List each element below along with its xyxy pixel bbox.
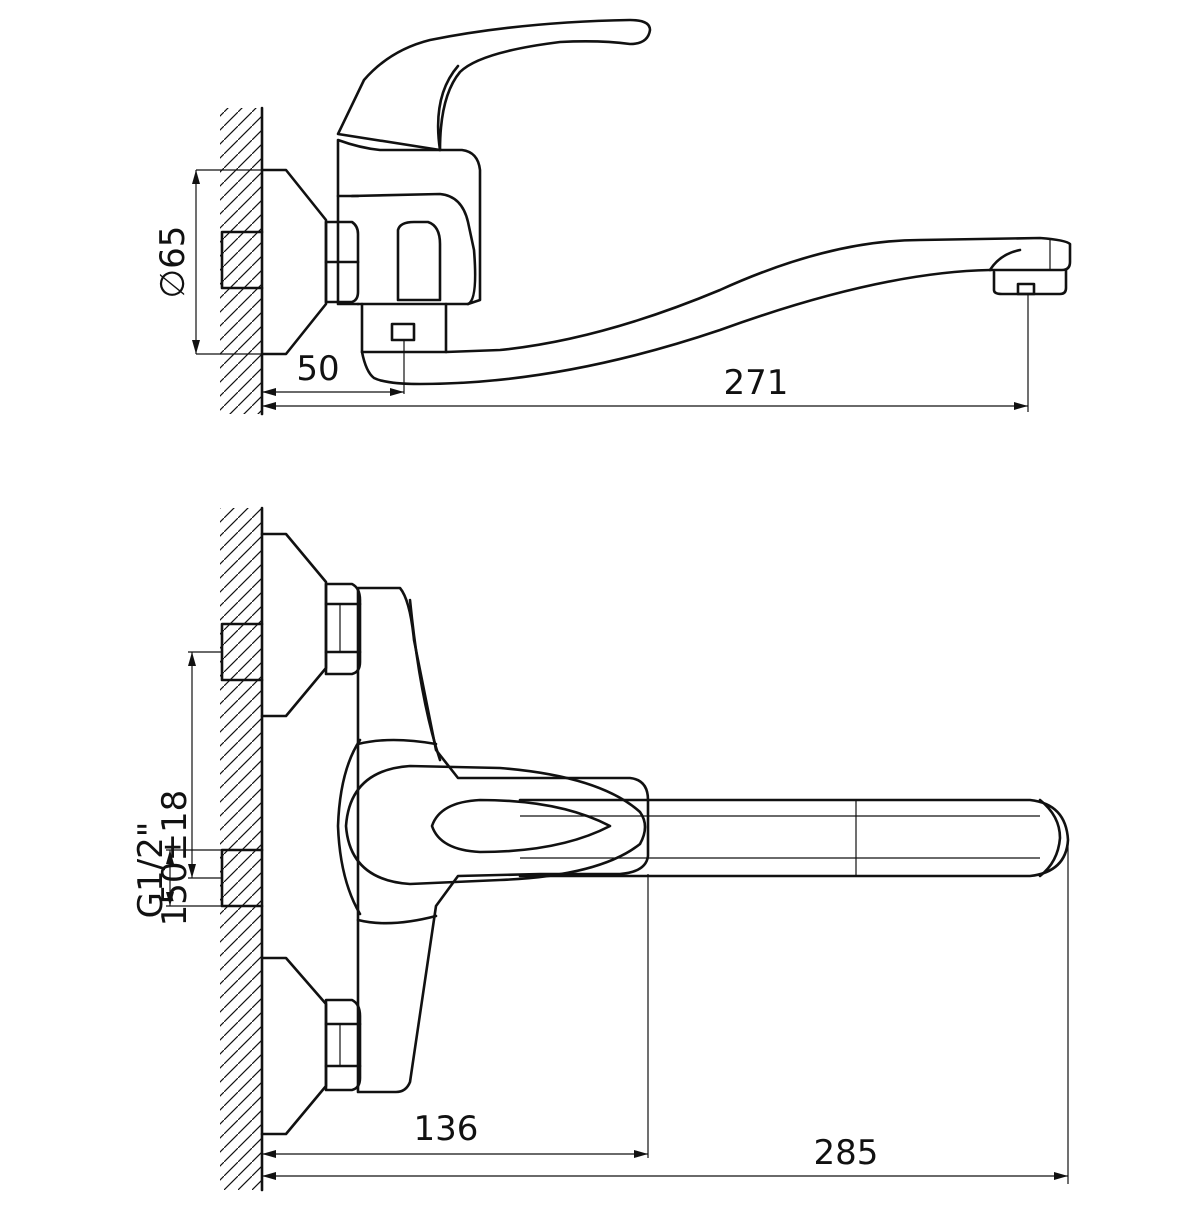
top-view: ∅65 50 271 xyxy=(153,18,1072,416)
label-offset: 50 xyxy=(296,349,339,389)
label-diameter: ∅65 xyxy=(153,226,193,299)
aerator-top xyxy=(988,240,1068,296)
dim-spout-reach-top: 271 xyxy=(262,294,1029,412)
wall-hatch-top xyxy=(220,106,264,416)
inlet-nipple-top xyxy=(220,230,264,290)
hex-nut-top xyxy=(324,220,360,304)
label-total-reach: 285 xyxy=(814,1133,879,1173)
spout-front xyxy=(518,798,1070,878)
spout-top xyxy=(360,236,1072,386)
dim-thread: G1/2" xyxy=(131,822,222,919)
handle-lever-top xyxy=(336,18,652,152)
dim-total-reach: 285 xyxy=(262,840,1069,1184)
label-thread: G1/2" xyxy=(131,822,171,919)
dim-diameter-top: ∅65 xyxy=(153,169,262,355)
mixer-body-front xyxy=(336,586,650,1094)
wall-flange-top xyxy=(260,168,328,356)
dim-body-depth: 136 xyxy=(262,874,649,1158)
mixer-body-top xyxy=(336,138,482,306)
label-spout-reach: 271 xyxy=(724,363,789,403)
handle-edge-top xyxy=(436,64,460,152)
label-center-distance: 150±18 xyxy=(155,790,195,927)
handle-front xyxy=(344,764,647,886)
dim-offset-top: 50 xyxy=(262,340,405,396)
dim-center-distance: 150±18 xyxy=(155,651,222,927)
label-body-depth: 136 xyxy=(414,1109,479,1149)
front-view: 150±18 G1/2" 136 285 xyxy=(131,506,1070,1192)
